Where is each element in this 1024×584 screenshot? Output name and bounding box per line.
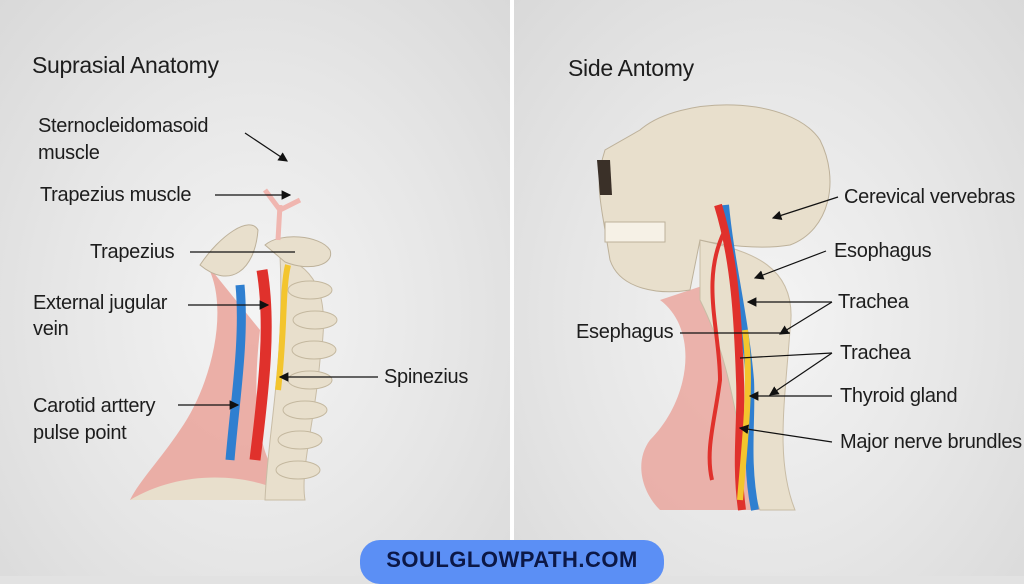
label-spinezius: Spinezius [384, 366, 469, 388]
label-external-jugular: External jugular [33, 292, 168, 314]
label-thyroid-gland: Thyroid gland [840, 385, 958, 407]
vertebra [291, 340, 337, 360]
label-carotid: Carotid arttery [33, 395, 156, 417]
carotid-artery [249, 269, 272, 461]
label-trachea-1: Trachea [838, 291, 909, 313]
watermark-badge: SOULGLOWPATH.COM [360, 540, 664, 584]
vertebra [287, 280, 333, 300]
label-trapezius: Trapezius [90, 241, 175, 263]
vertebra [277, 430, 323, 450]
label-esephagus: Esephagus [576, 321, 674, 343]
right-skull-illustration [597, 104, 831, 511]
vertebra [275, 460, 321, 480]
vertebra [287, 370, 333, 390]
right-panel-title: Side Antomy [568, 55, 694, 81]
artery [714, 203, 746, 511]
right-leader-lines [680, 196, 839, 443]
branch-artery [707, 229, 727, 481]
teeth [604, 221, 666, 243]
left-neck-illustration [130, 188, 338, 501]
vertebra [292, 310, 338, 330]
left-panel-title: Suprasial Anatomy [32, 52, 219, 78]
label-external-jugular-line2: vein [33, 318, 69, 340]
vertebra [282, 400, 328, 420]
label-esophagus: Esophagus [834, 240, 932, 262]
small-vessels [263, 188, 302, 241]
label-sternocleidomastoid-line2: muscle [38, 142, 100, 164]
left-leader-lines [178, 132, 378, 410]
shoulder-bone [130, 477, 300, 500]
label-trapezius-muscle: Trapezius muscle [40, 184, 192, 206]
label-trachea-2: Trachea [840, 342, 911, 364]
label-sternocleidomastoid: Sternocleidomasoid [38, 115, 209, 137]
clavicle-bone [199, 224, 259, 277]
nerve [737, 329, 751, 501]
label-cervical-vertebras: Cerevical vervebras [844, 186, 1016, 208]
panel-divider [510, 0, 514, 576]
vertebra-top [264, 236, 332, 268]
label-carotid-line2: pulse point [33, 422, 127, 444]
label-major-nerve-bundles: Major nerve brundles [840, 431, 1022, 453]
nasal-cavity [597, 160, 612, 195]
nerve [275, 264, 291, 391]
